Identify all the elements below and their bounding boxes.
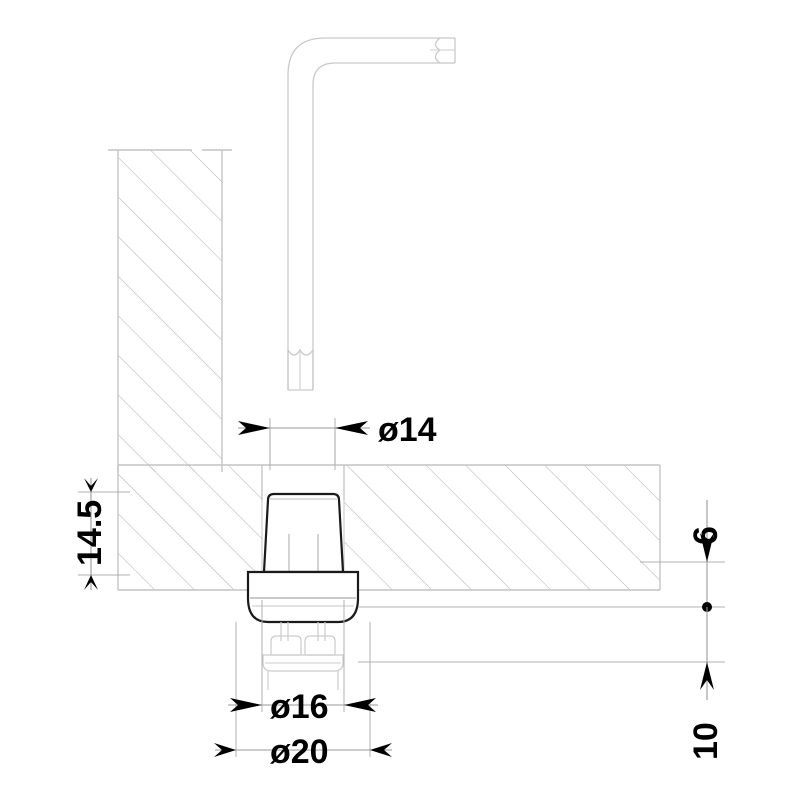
dimension-dia20: ø20 <box>214 733 392 771</box>
flange-outline <box>246 570 360 624</box>
dia20-arrow-left <box>214 743 236 757</box>
connector-flange <box>246 570 360 624</box>
dim10-label: 10 <box>687 722 725 760</box>
dowel-pin-assembly <box>262 622 344 690</box>
extension-lines <box>78 418 725 757</box>
dimension-dia14: ø14 <box>238 411 437 449</box>
horizontal-panel-hatch <box>118 465 660 590</box>
dimension-10: 10 <box>687 607 725 760</box>
dim6-arrow <box>700 533 714 562</box>
dia20-arrow-right <box>370 743 392 757</box>
dimension-dia16: ø16 <box>228 688 378 726</box>
dia16-arrow-left <box>230 698 262 712</box>
dia14-arrow-right <box>335 421 368 435</box>
dimension-14-5: 14.5 <box>71 478 109 590</box>
allen-key-tool <box>287 37 456 391</box>
dim6-label: 6 <box>687 526 725 545</box>
dim145-arrow-top <box>84 478 98 492</box>
dia20-label: ø20 <box>270 733 329 771</box>
horizontal-panel <box>117 464 661 591</box>
dim145-label: 14.5 <box>71 500 109 566</box>
vertical-panel <box>108 149 232 472</box>
dia16-arrow-right <box>344 698 376 712</box>
dim145-arrow-bottom <box>84 575 98 590</box>
connector-housing <box>262 492 345 574</box>
dimension-6: 6 <box>687 500 725 612</box>
connector-body <box>262 492 345 574</box>
vertical-panel-hatch <box>118 150 222 472</box>
dia14-label: ø14 <box>378 411 437 449</box>
dia14-arrow-left <box>238 421 270 435</box>
dia16-label: ø16 <box>270 688 329 726</box>
dim10-arrow <box>700 662 714 690</box>
